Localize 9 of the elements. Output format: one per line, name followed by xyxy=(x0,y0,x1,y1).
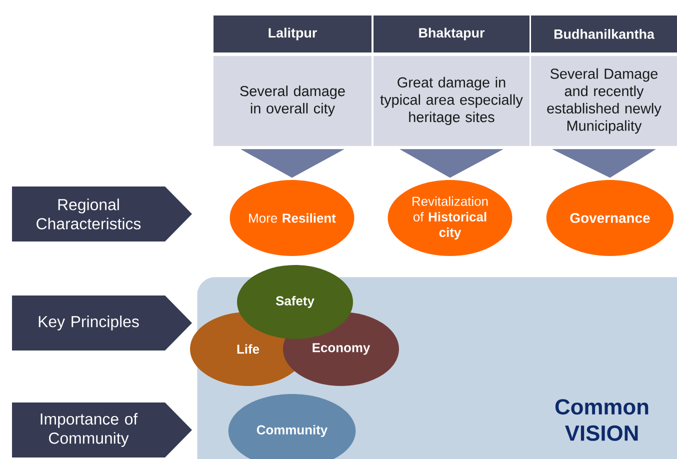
chevron-arrow xyxy=(400,149,504,178)
chevron-arrow xyxy=(240,149,344,178)
column-header: Bhaktapur xyxy=(374,16,530,52)
column-header: Lalitpur xyxy=(214,16,372,52)
chevron-arrow xyxy=(552,149,656,178)
table-cell: Several damage in overall city xyxy=(214,56,372,146)
column-header: Budhanilkantha xyxy=(531,16,677,52)
table-cell: Several Damage and recently established newly Municipality xyxy=(531,56,677,146)
table-cell: Great damage in typical area especially heritage sites xyxy=(374,56,530,146)
